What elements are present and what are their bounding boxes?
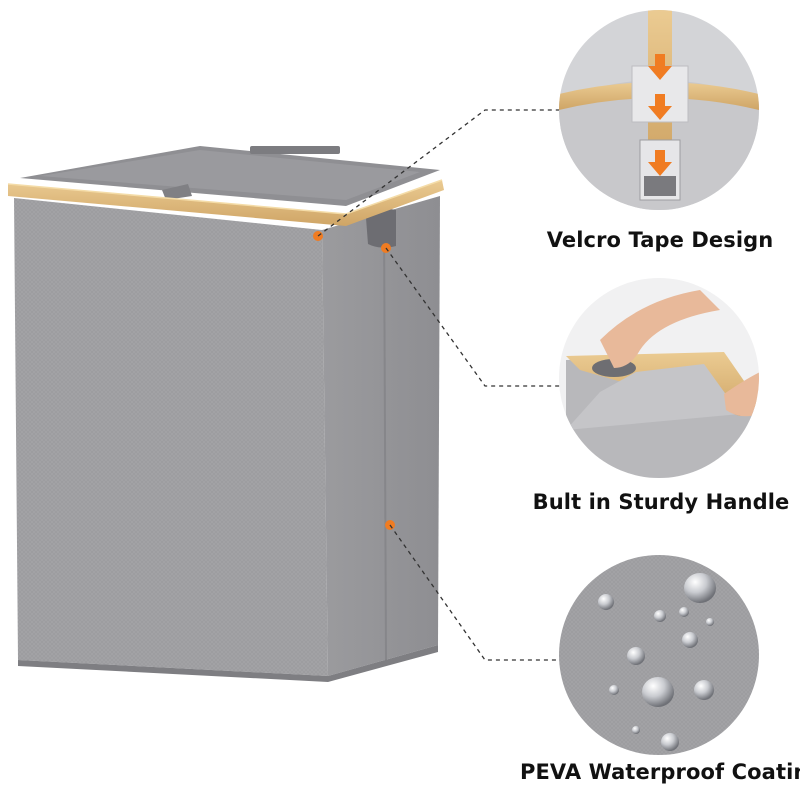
- laundry-hamper: [7, 146, 444, 682]
- leader-line-1: [317, 109, 560, 237]
- hamper-front-panel: [14, 198, 328, 676]
- hand-left: [600, 290, 720, 368]
- side-handle-cutout: [366, 209, 396, 248]
- detail-velcro: [559, 10, 759, 210]
- detail-handle: [559, 278, 759, 478]
- detail-waterproof: [559, 555, 759, 755]
- hamper-side-panel: [322, 196, 440, 676]
- leader-lines: [317, 109, 560, 661]
- caption-handle: Bult in Sturdy Handle: [532, 490, 790, 514]
- hand-right: [724, 372, 759, 417]
- leader-line-2: [385, 247, 560, 387]
- bamboo-rim: [8, 180, 444, 226]
- caption-velcro: Velcro Tape Design: [546, 228, 774, 252]
- water-droplet-icon: [598, 573, 716, 751]
- caption-waterproof: PEVA Waterproof Coating: [520, 760, 800, 784]
- arrow-down-icon: [648, 54, 672, 176]
